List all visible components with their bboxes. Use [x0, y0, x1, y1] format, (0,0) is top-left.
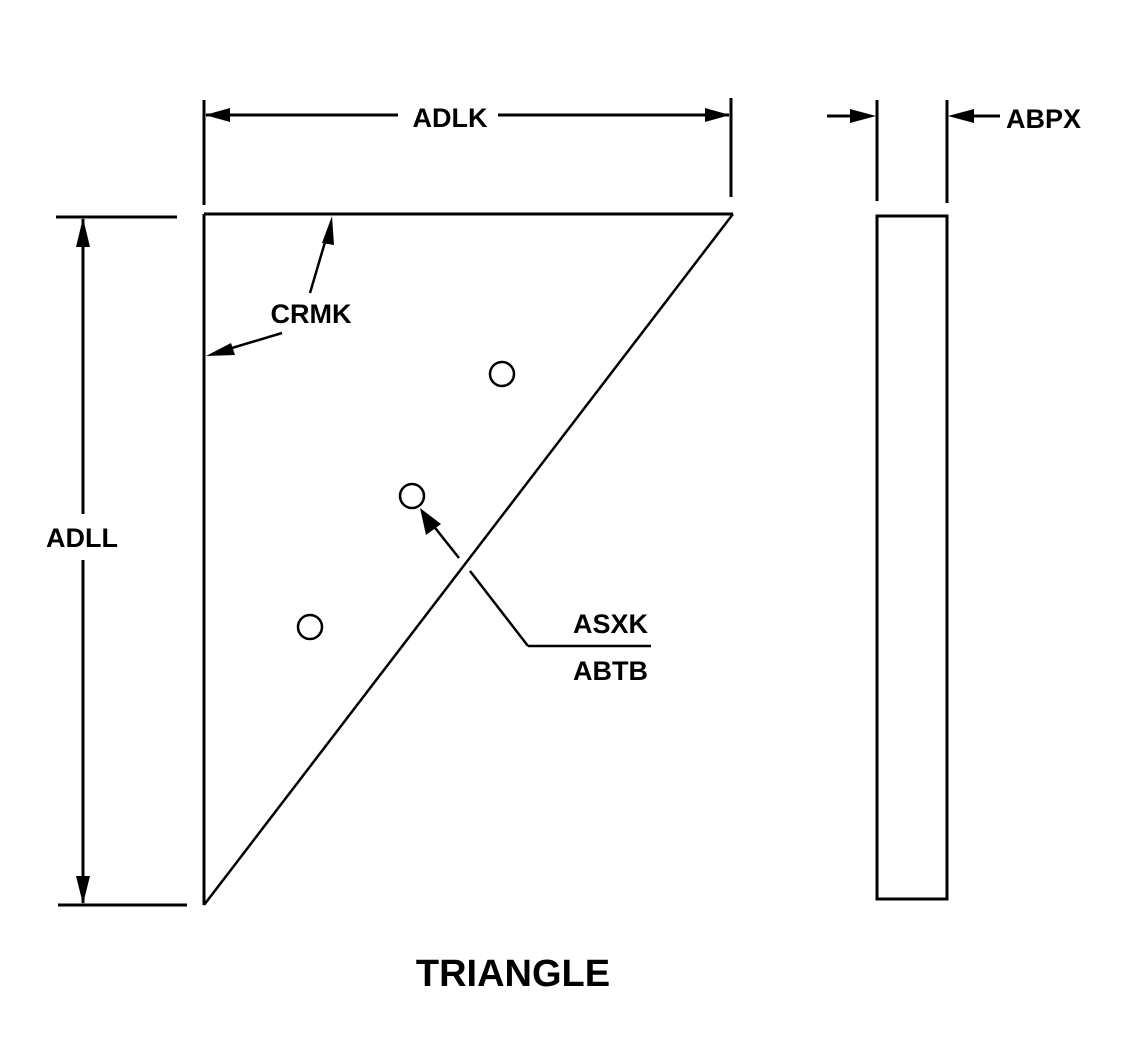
hole-callout-top-label: ASXK	[573, 609, 649, 639]
arrow-left-icon	[948, 109, 974, 123]
edge-callout-label: CRMK	[271, 299, 352, 329]
side-view-rect	[875, 214, 949, 901]
hole-top	[488, 360, 516, 388]
hole-leader-upper	[431, 523, 460, 559]
hole-callout-bottom-label: ABTB	[573, 656, 648, 686]
height-label: ADLL	[46, 523, 118, 553]
arrow-up-left-icon	[420, 508, 441, 535]
arrow-down-icon	[76, 876, 90, 904]
width-label: ADLK	[413, 103, 488, 133]
height-dimension: ADLL	[46, 215, 187, 907]
thickness-dimension: ABPX	[827, 100, 1081, 203]
arrow-right-icon	[850, 109, 876, 123]
arrow-up-right-icon	[322, 216, 334, 245]
hole-bottom	[296, 613, 324, 641]
triangle-hypotenuse	[203, 213, 734, 906]
width-dimension: ADLK	[202, 98, 733, 205]
drawing-title: TRIANGLE	[416, 953, 610, 995]
edge-callout: CRMK	[206, 216, 352, 356]
hole-leader-lower	[469, 570, 529, 647]
arrow-up-icon	[76, 218, 90, 247]
holes	[296, 360, 516, 641]
triangle-outline	[202, 212, 734, 906]
hole-callout: ASXK ABTB	[420, 508, 651, 686]
thickness-label: ABPX	[1006, 104, 1081, 134]
side-view	[875, 214, 949, 901]
arrow-down-left-icon	[206, 343, 235, 356]
arrow-left-icon	[205, 108, 230, 122]
arrow-right-icon	[705, 108, 730, 122]
hole-middle	[398, 482, 426, 510]
